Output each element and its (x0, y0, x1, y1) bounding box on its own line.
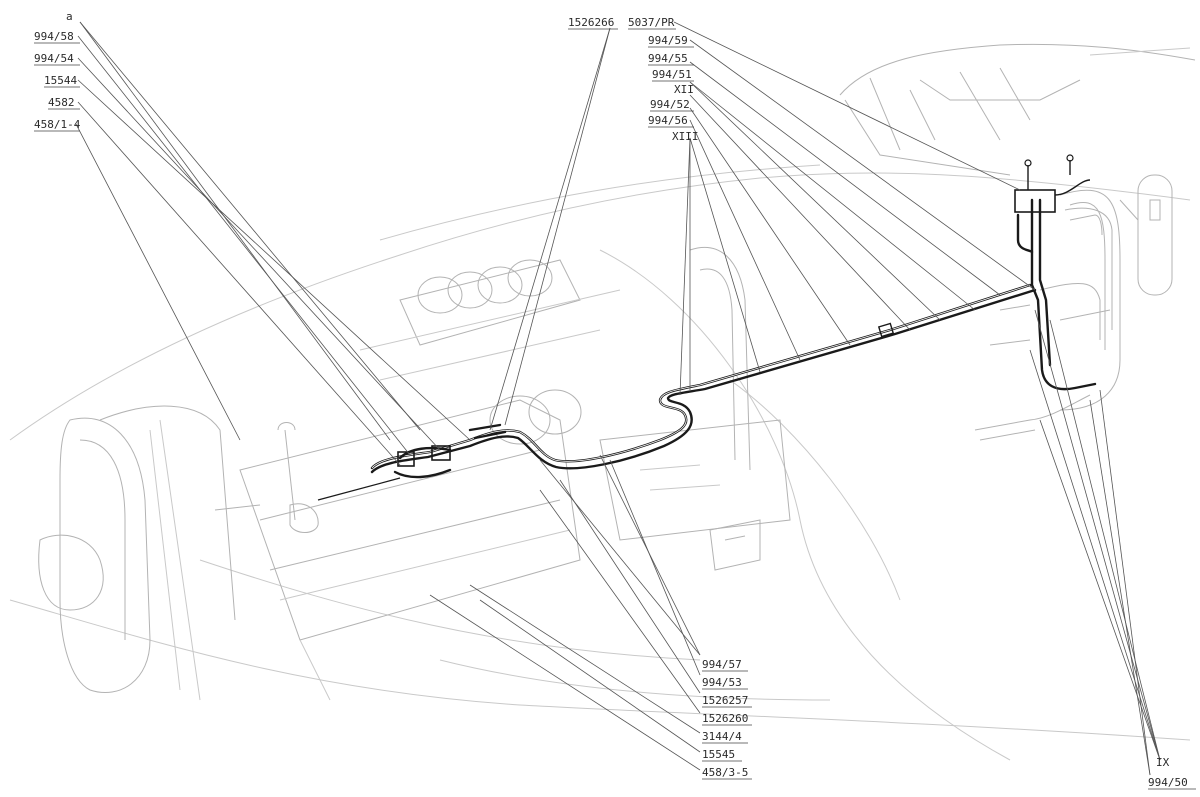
label-994-57: 994/57 (702, 658, 742, 671)
label-458-1-4: 458/1-4 (34, 118, 81, 131)
label-ix: IX (1156, 756, 1170, 769)
label-994-58: 994/58 (34, 30, 74, 43)
label-1526266: 1526266 (568, 16, 614, 29)
label-994-50: 994/50 (1148, 776, 1188, 789)
label-1526257: 1526257 (702, 694, 748, 707)
label-994-55: 994/55 (648, 52, 688, 65)
label-994-52: 994/52 (650, 98, 690, 111)
label-3144-4: 3144/4 (702, 730, 742, 743)
label-1526260: 1526260 (702, 712, 748, 725)
label-xiii: XIII (672, 130, 699, 143)
label-994-53: 994/53 (702, 676, 742, 689)
airframe-outline (9, 43, 1196, 761)
label-994-51: 994/51 (652, 68, 692, 81)
main-pipe-run (317, 154, 1097, 501)
part-labels: a 994/58 994/54 15544 4582 458/1-4 15262… (34, 10, 1196, 790)
leader-lines (75, 21, 1161, 776)
label-4582: 4582 (48, 96, 75, 109)
label-5037-pr: 5037/PR (628, 16, 675, 29)
label-15544: 15544 (44, 74, 77, 87)
label-994-59: 994/59 (648, 34, 688, 47)
label-15545: 15545 (702, 748, 735, 761)
label-a: a (66, 10, 73, 23)
label-458-3-5: 458/3-5 (702, 766, 748, 779)
label-994-54: 994/54 (34, 52, 74, 65)
label-994-56: 994/56 (648, 114, 688, 127)
label-xii: XII (674, 83, 694, 96)
